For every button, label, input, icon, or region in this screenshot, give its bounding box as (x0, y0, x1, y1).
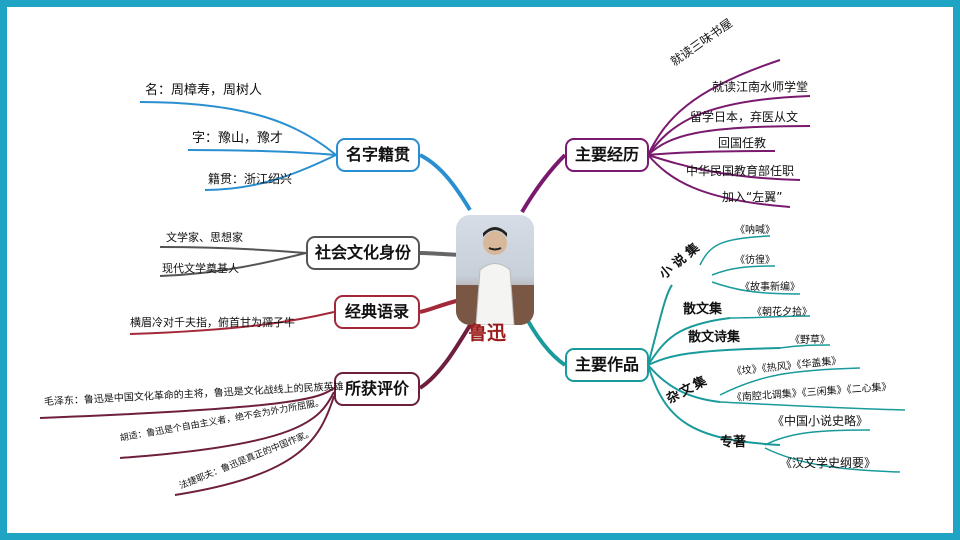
connector-zawen-1 (719, 367, 861, 396)
connector-eval-3 (174, 395, 335, 496)
connector-exp-3 (647, 125, 811, 156)
leaf-exp-4: 回国任教 (718, 136, 767, 150)
connector-identity-2 (159, 252, 307, 277)
connector-novel-3 (711, 281, 801, 295)
connector-exp-2 (647, 95, 811, 156)
portrait-figure (456, 227, 534, 325)
leaf-identity-2: 现代文学奠基人 (162, 262, 239, 275)
connector-exp-5 (647, 154, 801, 181)
connector-exp-1 (647, 59, 781, 156)
connector-poem-1 (779, 344, 831, 349)
works-novel-3: 《故事新编》 (740, 282, 800, 293)
connector-name-3 (204, 154, 337, 191)
connector-exp-6 (647, 154, 791, 208)
connector-eval-1 (39, 387, 335, 419)
connector-works-2 (647, 317, 731, 366)
leaf-exp-5: 中华民国教育部任职 (686, 164, 795, 178)
leaf-exp-3: 留学日本，弃医从文 (690, 110, 799, 124)
connector-eval-2 (119, 391, 335, 459)
connector-eval (418, 320, 474, 390)
connector-name (419, 153, 472, 212)
works-group-monographs: 专著 (720, 435, 747, 450)
center-label: 鲁迅 (468, 322, 507, 344)
leaf-identity-1: 文学家、思想家 (166, 231, 243, 244)
node-works[interactable]: 主要作品 (565, 348, 649, 382)
connector-identity-1 (159, 246, 307, 254)
connector-name-2 (187, 149, 337, 156)
leaf-name-3: 籍贯：浙江绍兴 (208, 172, 293, 186)
works-essay-1: 《朝花夕拾》 (752, 307, 812, 318)
leaf-name-2: 字：豫山，豫才 (192, 131, 284, 146)
works-monograph-2: 《汉文学史纲要》 (780, 456, 877, 470)
leaf-exp-6: 加入“左翼” (722, 190, 783, 204)
connector-name-1 (139, 101, 337, 156)
connector-works-5 (647, 364, 781, 446)
node-identity[interactable]: 社会文化身份 (306, 236, 420, 270)
works-poem-1: 《野草》 (790, 335, 830, 346)
connector-novel-1 (699, 235, 771, 266)
connector-identity (419, 251, 461, 257)
connector-exp-4 (647, 150, 776, 156)
leaf-name-1: 名：周樟寿，周树人 (145, 83, 263, 98)
works-group-essays: 散文集 (683, 302, 723, 317)
node-evaluation[interactable]: 所获评价 (334, 372, 420, 406)
connector-quote (419, 298, 461, 314)
connector-quote-1 (129, 311, 335, 335)
connector-works-1 (647, 284, 673, 366)
connector-experience (520, 153, 567, 214)
leaf-quote-1: 横眉冷对千夫指，俯首甘为孺子牛 (130, 316, 295, 329)
connector-monograph-2 (764, 447, 901, 473)
node-experience[interactable]: 主要经历 (565, 138, 649, 172)
node-quote[interactable]: 经典语录 (334, 295, 420, 329)
connector-zawen-2 (719, 401, 906, 411)
works-monograph-1: 《中国小说史略》 (772, 414, 869, 428)
connector-works-4 (647, 364, 721, 403)
connector-essay-1 (729, 315, 811, 319)
works-novel-1: 《呐喊》 (735, 225, 775, 236)
lu-xun-portrait (456, 215, 534, 325)
connector-works-3 (647, 347, 781, 366)
works-group-prosepoems: 散文诗集 (688, 330, 741, 345)
works-novel-2: 《彷徨》 (735, 255, 775, 266)
node-name[interactable]: 名字籍贯 (336, 138, 420, 172)
leaf-exp-2: 就读江南水师学堂 (712, 80, 809, 94)
connector-monograph-1 (764, 429, 871, 446)
connector-novel-2 (711, 265, 776, 276)
